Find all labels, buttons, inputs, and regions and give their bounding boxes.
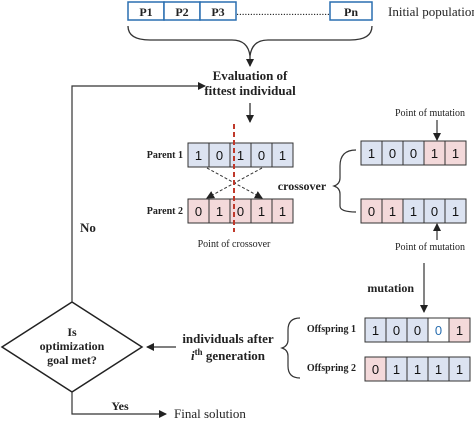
offspring-brace [280, 317, 301, 379]
population-label-p1: P1 [139, 5, 152, 19]
offspring1-label: Offspring 1 [307, 324, 356, 335]
mutation-label: mutation [367, 281, 414, 295]
offspring1-bit: 1 [372, 323, 379, 338]
offspring2-label: Offspring 2 [307, 363, 356, 374]
crossover-result-1-bit: 1 [431, 146, 438, 161]
crossover-brace [332, 149, 357, 213]
offspring1-bit: 0 [393, 323, 400, 338]
parent1-bit: 1 [237, 148, 244, 163]
yes-line [71, 392, 167, 418]
crossover-result-1-bit: 0 [410, 146, 417, 161]
offspring2-cell [448, 356, 471, 382]
crossover-label: crossover [278, 179, 327, 193]
parent1-label: Parent 1 [147, 150, 183, 161]
parent2-label: Parent 2 [147, 206, 183, 217]
mutation-point-label-top: Point of mutation [395, 108, 465, 119]
offspring2-bit: 1 [456, 362, 463, 377]
no-loop-line [71, 82, 206, 302]
parent2-bit: 1 [279, 204, 286, 219]
parent1-cell [271, 142, 294, 168]
population-cell-pn [329, 1, 373, 21]
population-dots: .................................. [236, 6, 330, 18]
offspring2-bit: 1 [393, 362, 400, 377]
population-brace [127, 25, 373, 57]
evaluation-line1: Evaluation of [213, 68, 288, 83]
population-cell-p3 [199, 1, 237, 21]
crossover-result-2-bit: 1 [389, 204, 396, 219]
crossover-result-2-bit: 1 [452, 204, 459, 219]
parent2-cell [271, 198, 294, 224]
crossover-result-1-bit: 1 [368, 146, 375, 161]
parent2-bit: 0 [195, 204, 202, 219]
offspring1-cell [448, 317, 471, 343]
crossover-result-2-cell [444, 198, 467, 224]
crossover-result-2-bit: 1 [410, 204, 417, 219]
population-row: P1 P2 P3 ...............................… [127, 1, 474, 21]
crossover-result-2-bit: 0 [431, 204, 438, 219]
parent2-bit: 1 [258, 204, 265, 219]
mutation-point-label-bottom: Point of mutation [395, 242, 465, 253]
offspring2-bit: 1 [414, 362, 421, 377]
offspring1-bit: 1 [456, 323, 463, 338]
crossover-result-2-bit: 0 [368, 204, 375, 219]
population-label-p3: P3 [211, 5, 224, 19]
crossover-result-1-bit: 1 [452, 146, 459, 161]
crossover-result-1-cell [444, 140, 467, 166]
offspring2-bit: 1 [435, 362, 442, 377]
decision-line1: Is [67, 325, 77, 339]
generation-line1: individuals after [182, 331, 274, 346]
parent2-bit: 0 [237, 204, 244, 219]
generation-sup: th [195, 347, 203, 357]
parent1-bit: 0 [216, 148, 223, 163]
offspring1-bit: 0 [414, 323, 421, 338]
parent1-bit: 0 [258, 148, 265, 163]
crossover-result-1-bit: 0 [389, 146, 396, 161]
crossover-point-label: Point of crossover [198, 239, 271, 250]
final-solution-label: Final solution [174, 406, 246, 421]
offspring2-bit: 0 [372, 362, 379, 377]
yes-label: Yes [111, 399, 129, 413]
initial-population-label: Initial population [388, 4, 474, 19]
evaluation-line2: fittest individual [204, 83, 296, 98]
generation-text: generation [203, 348, 266, 363]
parent1-bit: 1 [279, 148, 286, 163]
parent1-bit: 1 [195, 148, 202, 163]
decision-line3: goal met? [47, 353, 97, 367]
population-label-p2: P2 [175, 5, 188, 19]
generation-line2: ith generation [191, 347, 266, 363]
no-label: No [80, 220, 96, 235]
parent2-bit: 1 [216, 204, 223, 219]
generation-i: i [191, 348, 195, 363]
population-label-pn: Pn [344, 5, 358, 19]
offspring1-bit: 0 [435, 323, 442, 338]
decision-line2: optimization [40, 339, 105, 353]
